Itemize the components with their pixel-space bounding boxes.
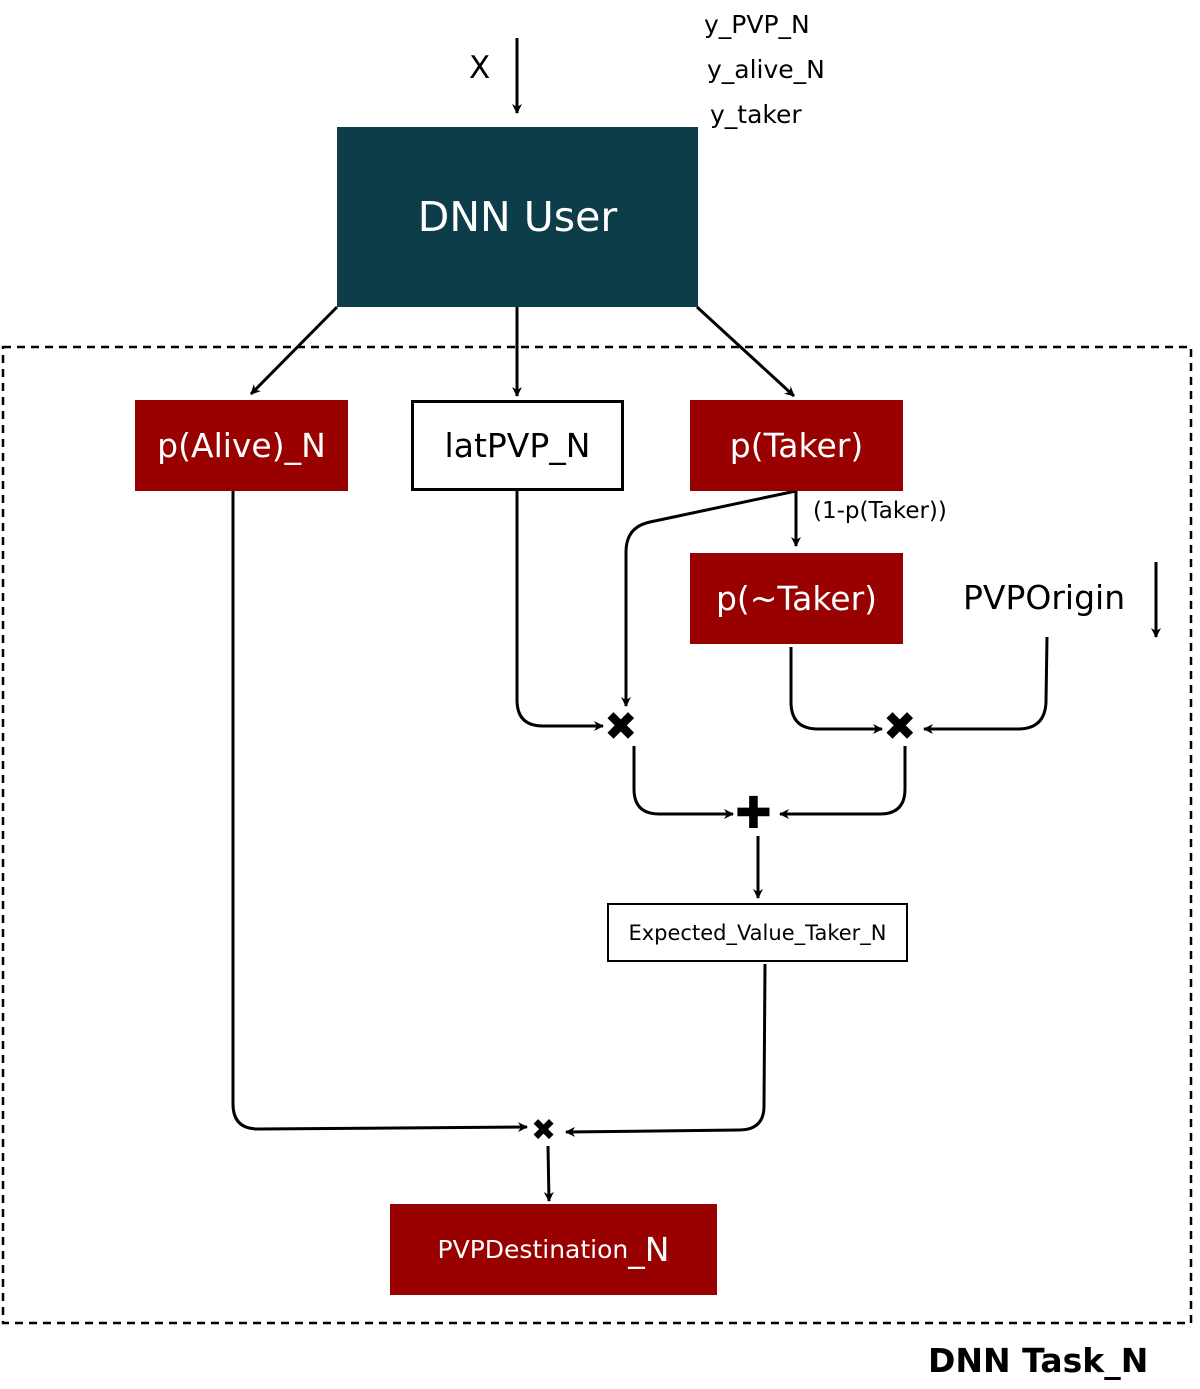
edge-palive-to-mult3 <box>231 491 528 1133</box>
input-x-label: X <box>469 50 491 86</box>
edge-latpvp-to-mult1 <box>515 491 604 731</box>
p-not-taker-node: p(~Taker) <box>690 553 903 644</box>
pvp-destination-suffix: _N <box>628 1230 670 1269</box>
add-operator: ✚ <box>735 788 772 839</box>
pvp-origin-label: PVPOrigin <box>963 578 1126 617</box>
edge-dnn-to-ptaker <box>695 305 796 398</box>
expected-value-label: Expected_Value_Taker_N <box>628 920 887 945</box>
edge-expected-to-mult3 <box>565 963 767 1137</box>
p-alive-node: p(Alive)_N <box>135 400 348 491</box>
one-minus-taker-label: (1-p(Taker)) <box>813 498 947 524</box>
pvp-destination-node: PVPDestination_N <box>390 1204 717 1295</box>
expected-value-node: Expected_Value_Taker_N <box>607 903 908 962</box>
p-taker-node: p(Taker) <box>690 400 903 491</box>
multiply-operator-2: ✖ <box>883 704 917 750</box>
pvp-destination-label: PVPDestination <box>437 1235 629 1264</box>
p-alive-label: p(Alive)_N <box>157 426 326 465</box>
target-y-pvp-label: y_PVP_N <box>704 10 810 39</box>
target-y-alive-label: y_alive_N <box>707 55 825 84</box>
p-not-taker-label: p(~Taker) <box>715 579 878 618</box>
dnn-user-label: DNN User <box>417 193 618 241</box>
edge-pvporigin-to-mult2 <box>923 636 1049 734</box>
edge-mult1-to-plus <box>632 746 734 819</box>
dnn-user-node: DNN User <box>337 127 698 307</box>
target-y-taker-label: y_taker <box>710 100 802 129</box>
multiply-operator-1: ✖ <box>604 704 638 750</box>
multiply-operator-3: ✖ <box>531 1113 557 1148</box>
edge-ptaker-to-mult1 <box>621 489 797 707</box>
task-group-label: DNN Task_N <box>928 1341 1149 1380</box>
edge-pnottaker-to-mult2 <box>789 647 883 734</box>
edge-mult3-to-dest <box>543 1145 554 1202</box>
p-taker-label: p(Taker) <box>729 426 864 465</box>
lat-pvp-label: latPVP_N <box>444 426 591 465</box>
edge-dnn-to-palive <box>249 305 339 396</box>
task-group-border <box>1 345 1193 1325</box>
lat-pvp-node: latPVP_N <box>411 400 624 491</box>
edge-mult2-to-plus <box>779 746 907 819</box>
